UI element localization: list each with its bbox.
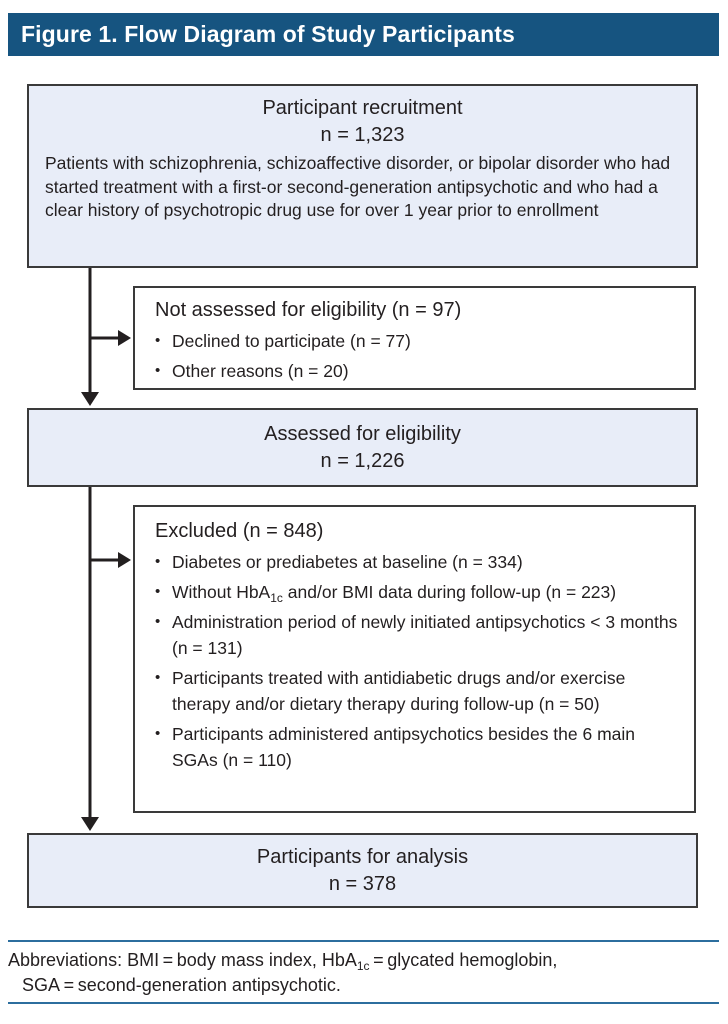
list-item-text: Declined to participate (n = 77) bbox=[172, 331, 411, 351]
arrowhead-right-icon bbox=[118, 552, 131, 568]
figure-title: Figure 1. Flow Diagram of Study Particip… bbox=[21, 21, 515, 47]
box-assessed-eligibility: Assessed for eligibility n = 1,226 bbox=[27, 408, 698, 487]
arrowhead-down-icon bbox=[81, 817, 99, 831]
list-item-text: Administration period of newly initiated… bbox=[172, 612, 678, 658]
list-item-text: Diabetes or prediabetes at baseline (n =… bbox=[172, 552, 523, 572]
excluded-list: • Diabetes or prediabetes at baseline (n… bbox=[155, 549, 678, 773]
list-item-text: Without HbA1c and/or BMI data during fol… bbox=[172, 582, 617, 605]
box-heading: Participant recruitment bbox=[262, 97, 463, 119]
arrowhead-down-icon bbox=[81, 392, 99, 406]
subscript: 1c bbox=[270, 591, 283, 605]
list-item: • Administration period of newly initiat… bbox=[155, 609, 678, 661]
abbreviations-footnote: Abbreviations: BMI = body mass index, Hb… bbox=[8, 948, 713, 998]
bullet-icon: • bbox=[155, 613, 161, 630]
box-description: Patients with schizophrenia, schizoaffec… bbox=[45, 153, 671, 220]
not-assessed-list: • Declined to participate (n = 77) • Oth… bbox=[155, 328, 678, 384]
box-heading: Participants for analysis bbox=[256, 846, 469, 868]
list-item: • Participants treated with antidiabetic… bbox=[155, 665, 678, 717]
footnote-line2: SGA = second-generation antipsychotic. bbox=[22, 975, 341, 995]
footnote-rule-bottom bbox=[8, 1002, 719, 1004]
bullet-icon: • bbox=[155, 669, 161, 686]
bullet-icon: • bbox=[155, 583, 161, 600]
figure-title-bar: Figure 1. Flow Diagram of Study Particip… bbox=[8, 13, 719, 56]
list-item: • Other reasons (n = 20) bbox=[155, 358, 678, 384]
list-item-text: Other reasons (n = 20) bbox=[172, 361, 349, 381]
list-item: • Without HbA1c and/or BMI data during f… bbox=[155, 579, 678, 605]
box-not-assessed: Not assessed for eligibility (n = 97) • … bbox=[133, 286, 696, 390]
box-heading: Assessed for eligibility bbox=[264, 423, 461, 445]
list-item-text: Participants treated with antidiabetic d… bbox=[172, 668, 626, 714]
box-heading: Excluded (n = 848) bbox=[155, 520, 324, 542]
box-count: n = 378 bbox=[328, 873, 397, 895]
box-count: n = 1,323 bbox=[320, 124, 405, 146]
footnote-rule-top bbox=[8, 940, 719, 942]
box-heading: Not assessed for eligibility (n = 97) bbox=[155, 299, 462, 321]
list-item: • Declined to participate (n = 77) bbox=[155, 328, 678, 354]
list-item: • Diabetes or prediabetes at baseline (n… bbox=[155, 549, 678, 575]
box-excluded: Excluded (n = 848) • Diabetes or prediab… bbox=[133, 505, 696, 813]
bullet-icon: • bbox=[155, 332, 161, 349]
list-item-text: Participants administered antipsychotics… bbox=[172, 724, 636, 770]
subscript: 1c bbox=[356, 959, 370, 973]
bullet-icon: • bbox=[155, 725, 161, 742]
box-participant-recruitment: Participant recruitment n = 1,323 Patien… bbox=[27, 84, 698, 268]
bullet-icon: • bbox=[155, 553, 161, 570]
bullet-icon: • bbox=[155, 362, 161, 379]
arrowhead-right-icon bbox=[118, 330, 131, 346]
box-participants-for-analysis: Participants for analysis n = 378 bbox=[27, 833, 698, 908]
box-count: n = 1,226 bbox=[320, 450, 405, 472]
list-item: • Participants administered antipsychoti… bbox=[155, 721, 678, 773]
